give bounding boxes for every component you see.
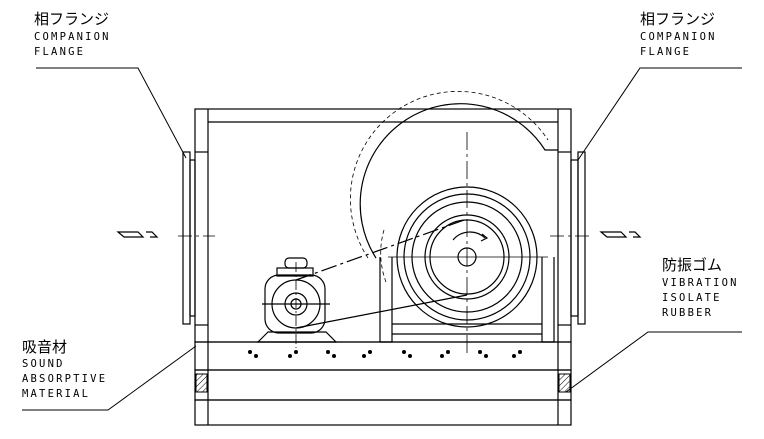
right-companion-flange bbox=[550, 151, 592, 325]
label-en: COMPANION bbox=[640, 31, 717, 43]
label-en: ABSORPTIVE bbox=[22, 373, 108, 385]
airflow-arrow-left bbox=[116, 231, 159, 238]
drive-belt-lower bbox=[295, 294, 468, 329]
motor bbox=[256, 257, 338, 348]
label-sound-absorptive-material: 吸音材 SOUND ABSORPTIVE MATERIAL bbox=[22, 339, 107, 402]
label-jp: 吸音材 bbox=[22, 338, 68, 356]
label-en: FLANGE bbox=[640, 46, 692, 58]
label-jp: 相フランジ bbox=[640, 10, 716, 28]
drive-belt-upper bbox=[295, 218, 468, 281]
label-jp: 防振ゴム bbox=[662, 256, 723, 274]
label-en: VIBRATION bbox=[662, 277, 739, 289]
label-en: FLANGE bbox=[34, 46, 86, 58]
label-en: ISOLATE bbox=[662, 292, 722, 304]
leader-absorptive bbox=[22, 345, 197, 411]
label-en: RUBBER bbox=[662, 307, 714, 319]
label-companion-flange-right: 相フランジ COMPANION FLANGE bbox=[640, 11, 717, 60]
left-companion-flange bbox=[178, 151, 215, 325]
fan-scroll-housing bbox=[359, 103, 558, 259]
airflow-arrow-right bbox=[599, 231, 642, 238]
label-en: MATERIAL bbox=[22, 388, 91, 400]
leader-flange-right bbox=[577, 67, 742, 161]
leader-rubber bbox=[565, 331, 742, 393]
label-en: SOUND bbox=[22, 358, 65, 370]
leader-flange-left bbox=[36, 67, 187, 159]
casing-outer bbox=[194, 108, 572, 343]
label-jp: 相フランジ bbox=[34, 10, 110, 28]
vibration-isolator-right bbox=[558, 373, 571, 393]
label-companion-flange-left: 相フランジ COMPANION FLANGE bbox=[34, 11, 111, 60]
label-en: COMPANION bbox=[34, 31, 111, 43]
vibration-isolator-left bbox=[195, 373, 208, 393]
label-vibration-isolate-rubber: 防振ゴム VIBRATION ISOLATE RUBBER bbox=[662, 257, 739, 321]
absorptive-dots bbox=[248, 350, 522, 358]
base-frame bbox=[194, 369, 572, 426]
